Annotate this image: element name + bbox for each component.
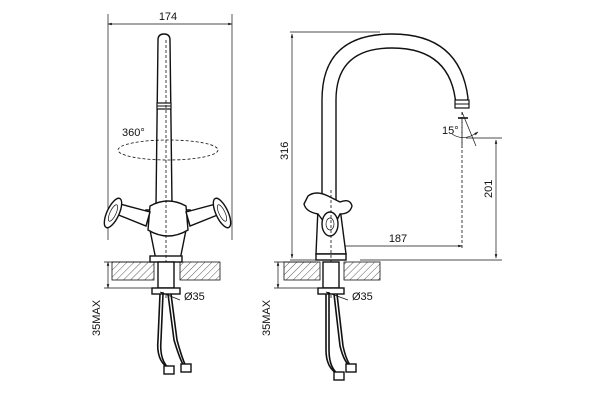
side-height-dimension: 316 [279,31,380,261]
front-spout [155,33,173,206]
front-countertop [111,40,221,300]
front-view: 174 360° [91,11,233,375]
side-supply-hoses [325,293,357,381]
side-gooseneck-spout [321,33,470,211]
front-thickness-dimension: 35MAX [91,261,152,336]
front-width-dimension: 174 [107,11,233,240]
front-hole-dia-label: Ø35 [184,291,205,303]
spout-reach-label: 187 [389,233,407,245]
side-height-label: 316 [279,142,291,160]
spout-clearance-label: 201 [483,180,495,198]
front-width-label: 174 [159,11,177,23]
side-max-thickness-label: 35MAX [261,299,273,336]
side-body [303,192,353,261]
side-view: 316 15° 201 187 [261,31,502,381]
swivel-indicator: 360° [117,127,219,161]
side-mounting: Ø35 [317,261,373,303]
spout-angle-indicator: 15° [442,111,502,148]
front-supply-hoses [156,293,192,375]
front-mounting: Ø35 [151,261,205,303]
swivel-angle-label: 360° [122,127,145,139]
side-hole-dia-label: Ø35 [352,291,373,303]
front-body [103,197,232,263]
side-thickness-dimension: 35MAX [261,261,318,336]
front-max-thickness-label: 35MAX [91,299,103,336]
spout-angle-label: 15° [442,125,459,137]
spout-clearance-dimension: 201 [360,139,502,261]
spout-reach-dimension: 187 [335,120,463,250]
